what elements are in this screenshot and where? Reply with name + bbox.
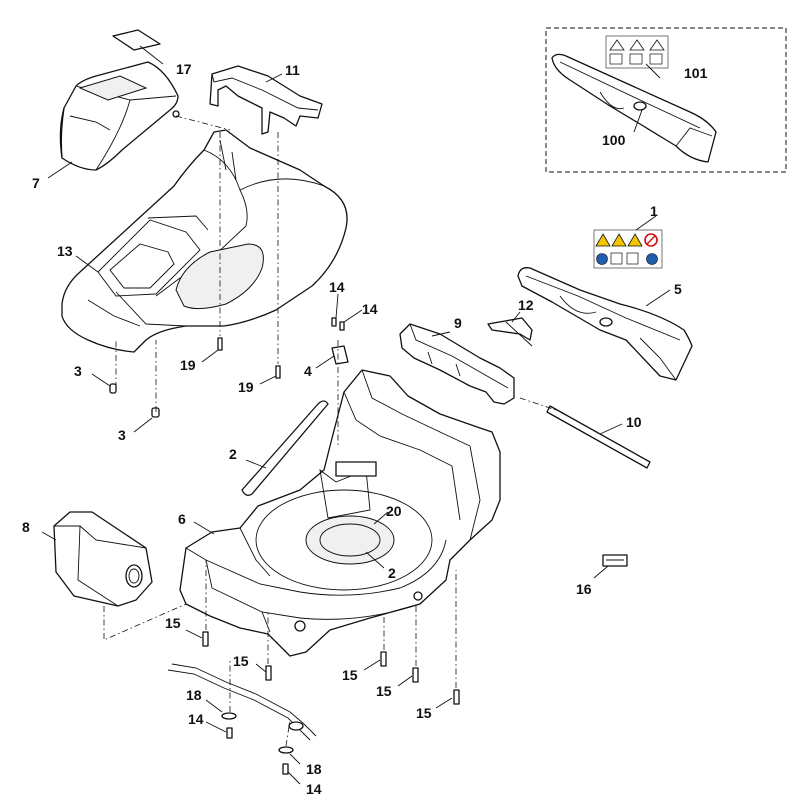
wire-clip-part [487,317,533,347]
screw-part [331,317,337,327]
callout-5: 5 [674,281,682,297]
callout-16: 16 [576,581,592,597]
assembly-lines [103,115,557,747]
handle-mount-bar-part [399,323,515,405]
callout-6: 6 [178,511,186,527]
callout-14a: 14 [329,279,345,295]
callout-18b: 18 [306,761,322,777]
callout-17: 17 [176,61,192,77]
callout-11: 11 [285,62,300,78]
callout-2b: 2 [388,565,396,581]
screw-part [282,763,289,775]
callout-8: 8 [22,519,30,535]
callout-4: 4 [304,363,312,379]
warning-label-inset [605,35,669,69]
screw-part [151,407,160,418]
screw-part [202,631,209,647]
callout-12: 12 [518,297,534,313]
callout-19a: 19 [180,357,196,373]
top-cover-part [59,61,180,171]
callout-19b: 19 [238,379,254,395]
mower-deck-part [179,369,501,657]
callout-2a: 2 [229,446,237,462]
callout-15b: 15 [233,653,249,669]
screw-part [339,321,345,331]
axle-part [167,663,317,741]
seal-strip-part [241,400,329,496]
screw-part [453,689,460,705]
grass-deflector-part [517,267,693,381]
washer-part [221,712,237,720]
handle-bracket-part [209,65,323,135]
grass-deflector-inset-part [551,53,717,163]
callout-20: 20 [386,503,402,519]
leader-lines [41,45,671,785]
rod-part [546,405,651,469]
clip-part [331,345,349,365]
callout-14c: 14 [188,711,204,727]
callout-labels: 17 7 11 13 3 3 19 19 14 14 4 1 5 101 100… [22,61,708,797]
callout-3b: 3 [118,427,126,443]
screw-part [217,337,223,351]
washer-part [278,746,294,754]
callout-7: 7 [32,175,40,191]
callout-101: 101 [684,65,708,81]
warning-label-part [593,229,663,269]
screw-part [380,651,387,667]
callout-13: 13 [57,243,73,259]
rear-cover-part [53,511,153,607]
callout-14d: 14 [306,781,322,797]
optional-parts-inset [545,27,787,173]
callout-15c: 15 [342,667,358,683]
callout-15d: 15 [376,683,392,699]
callout-100: 100 [602,132,626,148]
callout-10: 10 [626,414,642,430]
small-label-part [602,554,628,567]
callout-1: 1 [650,203,658,219]
callout-14b: 14 [362,301,378,317]
screw-part [109,383,117,394]
callout-15a: 15 [165,615,181,631]
cover-plate-part [112,29,161,51]
screw-part [275,365,281,379]
callout-3a: 3 [74,363,82,379]
callout-15e: 15 [416,705,432,721]
screw-part [412,667,419,683]
callout-9: 9 [454,315,462,331]
screw-part [226,727,233,739]
callout-18a: 18 [186,687,202,703]
screw-part [265,665,272,681]
